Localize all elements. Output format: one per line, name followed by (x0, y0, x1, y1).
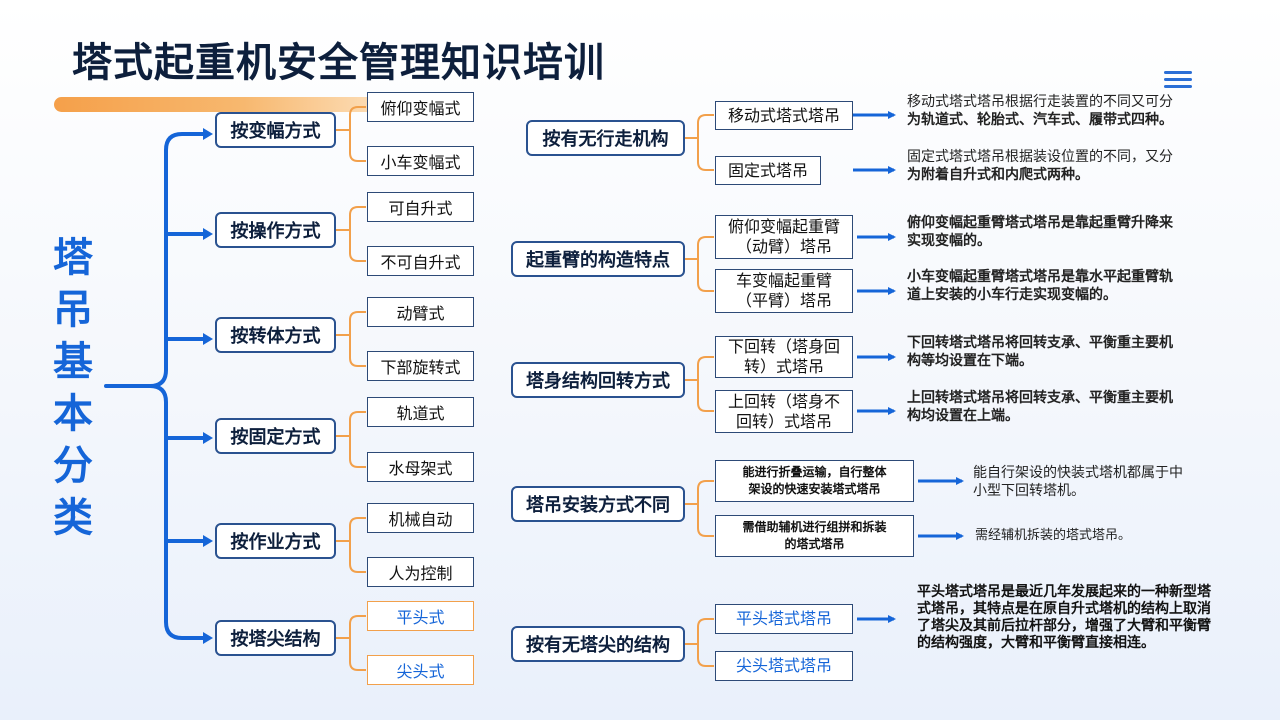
vertical-title-char: 塔 (53, 235, 93, 281)
option-box[interactable]: 下部旋转式 (367, 351, 474, 381)
option-box[interactable]: 水母架式 (367, 452, 474, 482)
type-box[interactable]: 俯仰变幅起重臂 （动臂）塔吊 (715, 215, 853, 259)
category-box[interactable]: 按固定方式 (215, 418, 336, 454)
option-box[interactable]: 不可自升式 (367, 246, 474, 276)
menu-icon[interactable] (1162, 68, 1194, 90)
description: 上回转塔式塔吊将回转支承、平衡重主要机 构均设置在上端。 (907, 389, 1173, 425)
type-line: 转）式塔吊 (743, 357, 824, 376)
description-line: 小型下回转塔机。 (973, 483, 1085, 499)
vertical-title-char: 基 (53, 339, 93, 385)
description-line: 上回转塔式塔吊将回转支承、平衡重主要机 (907, 390, 1173, 406)
category-box[interactable]: 塔身结构回转方式 (511, 362, 685, 398)
vertical-title-char: 分 (53, 443, 93, 489)
type-box[interactable]: 能进行折叠运输，自行整体 架设的快速安装塔式塔吊 (715, 460, 914, 502)
right-orange-brackets (685, 114, 714, 667)
description-line: 需经辅机拆装的塔式塔吊。 (975, 528, 1132, 543)
page-title: 塔式起重机安全管理知识培训 (72, 40, 605, 86)
option-box[interactable]: 俯仰变幅式 (367, 92, 474, 122)
left-orange-brackets (336, 106, 366, 671)
type-line: 下回转（塔身回 (727, 337, 840, 356)
description: 小车变幅起重臂塔式塔吊是靠水平起重臂轨 道上安装的小车行走实现变幅的。 (907, 268, 1173, 304)
description-line: 俯仰变幅起重臂塔式塔吊是靠起重臂升降来 (907, 215, 1173, 231)
description-line: 小车变幅起重臂塔式塔吊是靠水平起重臂轨 (907, 269, 1173, 285)
type-box[interactable]: 固定式塔吊 (715, 156, 821, 185)
category-box[interactable]: 按有无塔尖的结构 (511, 626, 685, 662)
category-box[interactable]: 按变幅方式 (215, 112, 336, 148)
description: 能自行架设的快装式塔机都属于中 小型下回转塔机。 (973, 464, 1183, 500)
vertical-title-char: 吊 (53, 287, 93, 333)
category-box[interactable]: 按塔尖结构 (215, 620, 336, 656)
description-line: 固定式塔式塔吊根据装设位置的不同，又分 (907, 149, 1173, 165)
type-line: （平臂）塔吊 (735, 291, 832, 310)
category-box[interactable]: 按转体方式 (215, 317, 336, 353)
vertical-title-char: 本 (53, 391, 93, 437)
description-line: 为轨道式、轮胎式、汽车式、履带式四种。 (907, 112, 1173, 128)
type-line: （动臂）塔吊 (735, 237, 832, 256)
description-line: 下回转塔式塔吊将回转支承、平衡重主要机 (907, 335, 1173, 351)
type-line: 架设的快速安装塔式塔吊 (748, 482, 881, 496)
type-line: 的塔式塔吊 (784, 537, 845, 551)
type-box[interactable]: 下回转（塔身回 转）式塔吊 (715, 336, 853, 378)
description: 俯仰变幅起重臂塔式塔吊是靠起重臂升降来 实现变幅的。 (907, 214, 1173, 250)
description-line: 的结构强度，大臂和平衡臂直接相连。 (917, 635, 1155, 651)
description-line: 移动式塔式塔吊根据行走装置的不同又可分 (907, 94, 1173, 110)
main-brace (104, 132, 207, 640)
type-box[interactable]: 尖头塔式塔吊 (715, 651, 853, 681)
type-line: 能进行折叠运输，自行整体 (742, 465, 887, 479)
description-line: 构等均设置在下端。 (907, 353, 1033, 369)
type-line: 俯仰变幅起重臂 (727, 217, 840, 236)
description: 下回转塔式塔吊将回转支承、平衡重主要机 构等均设置在下端。 (907, 334, 1173, 370)
description-line: 了塔尖及其前后拉杆部分，增强了大臂和平衡臂 (917, 618, 1211, 634)
description-line: 构均设置在上端。 (907, 408, 1019, 424)
description-line: 能自行架设的快装式塔机都属于中 (973, 465, 1183, 481)
type-box[interactable]: 需借助辅机进行组拼和拆装 的塔式塔吊 (715, 515, 914, 557)
type-box[interactable]: 上回转（塔身不 回转）式塔吊 (715, 390, 853, 433)
type-box[interactable]: 车变幅起重臂 （平臂）塔吊 (715, 269, 853, 313)
right-arrows (853, 111, 964, 623)
option-box[interactable]: 动臂式 (367, 297, 474, 327)
vertical-title: 塔 吊 基 本 分 类 (44, 232, 102, 544)
category-box[interactable]: 按作业方式 (215, 523, 336, 559)
description-line: 实现变幅的。 (907, 233, 991, 249)
description: 需经辅机拆装的塔式塔吊。 (975, 527, 1131, 545)
category-box[interactable]: 起重臂的构造特点 (511, 241, 685, 277)
option-box[interactable]: 平头式 (367, 601, 474, 631)
option-box[interactable]: 轨道式 (367, 397, 474, 427)
option-box[interactable]: 尖头式 (367, 655, 474, 685)
category-box[interactable]: 按操作方式 (215, 212, 336, 248)
description-line: 为附着自升式和内爬式两种。 (907, 167, 1089, 183)
type-box[interactable]: 移动式塔式塔吊 (715, 101, 853, 130)
description: 平头塔式塔吊是最近几年发展起来的一种新型塔 式塔吊，其特点是在原自升式塔机的结构… (917, 584, 1211, 652)
option-box[interactable]: 机械自动 (367, 503, 474, 533)
type-line: 车变幅起重臂 (735, 271, 832, 290)
type-line: 上回转（塔身不 (727, 391, 840, 411)
title-underline-bar (54, 97, 399, 112)
description: 移动式塔式塔吊根据行走装置的不同又可分 为轨道式、轮胎式、汽车式、履带式四种。 (907, 93, 1173, 129)
option-box[interactable]: 可自升式 (367, 192, 474, 222)
category-box[interactable]: 塔吊安装方式不同 (511, 486, 685, 522)
option-box[interactable]: 人为控制 (367, 557, 474, 587)
vertical-title-char: 类 (53, 495, 93, 541)
description: 固定式塔式塔吊根据装设位置的不同，又分 为附着自升式和内爬式两种。 (907, 148, 1173, 184)
description-line: 平头塔式塔吊是最近几年发展起来的一种新型塔 (917, 584, 1211, 600)
main-brace-arrowheads (203, 128, 213, 644)
description-line: 式塔吊，其特点是在原自升式塔机的结构上取消 (917, 601, 1211, 617)
option-box[interactable]: 小车变幅式 (367, 146, 474, 176)
type-box[interactable]: 平头塔式塔吊 (715, 604, 853, 634)
type-line: 回转）式塔吊 (735, 411, 832, 431)
category-box[interactable]: 按有无行走机构 (526, 120, 685, 156)
type-line: 需借助辅机进行组拼和拆装 (742, 520, 887, 534)
description-line: 道上安装的小车行走实现变幅的。 (907, 287, 1117, 303)
